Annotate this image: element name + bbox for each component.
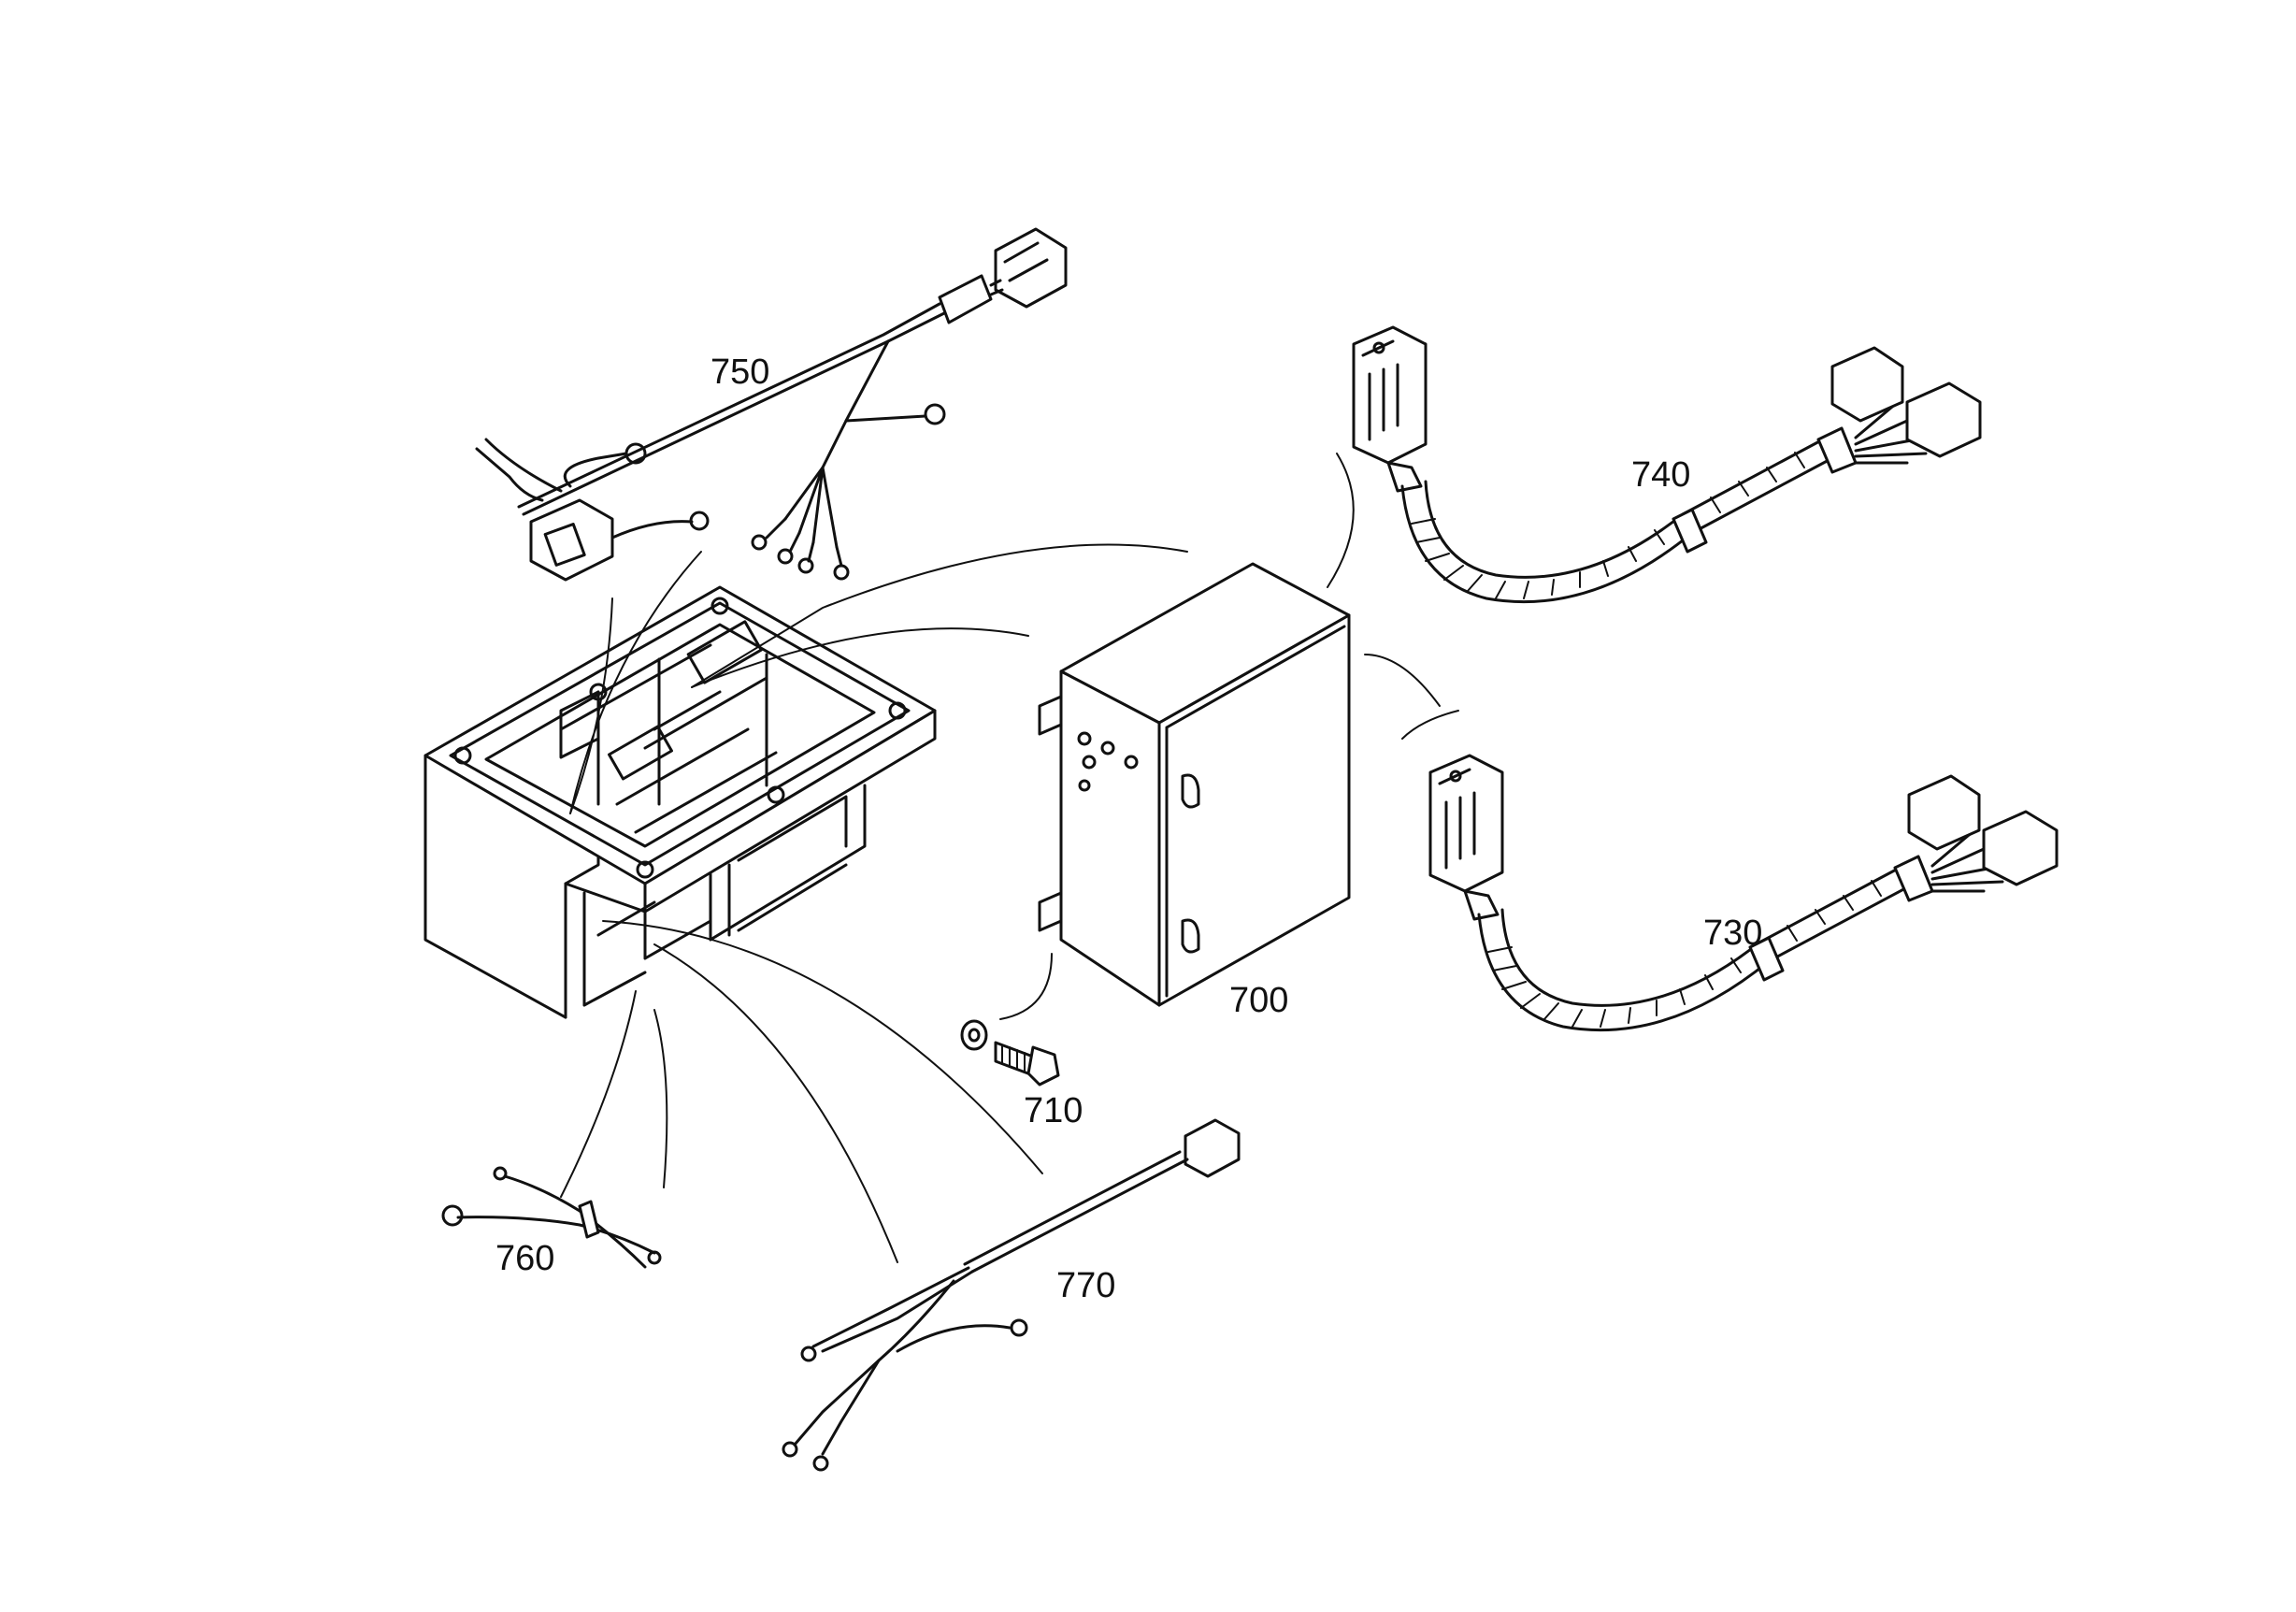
bolt-and-washer: [960, 1019, 1060, 1087]
harness-760: [441, 990, 668, 1269]
callout-750: 750: [710, 353, 769, 392]
harness-750: [475, 227, 1068, 814]
harness-730: [1428, 754, 2059, 1032]
callout-700: 700: [1229, 981, 1288, 1020]
assembly-arrows: [691, 453, 1459, 1020]
base-housing: [423, 585, 937, 1019]
control-box: [1038, 562, 1351, 1007]
callout-740: 740: [1631, 455, 1690, 495]
callout-730: 730: [1703, 914, 1762, 953]
harness-740: [1352, 325, 1982, 604]
callout-760: 760: [495, 1239, 554, 1278]
callout-770: 770: [1056, 1266, 1115, 1305]
callout-710: 710: [1024, 1091, 1083, 1130]
harness-770: [602, 920, 1241, 1472]
